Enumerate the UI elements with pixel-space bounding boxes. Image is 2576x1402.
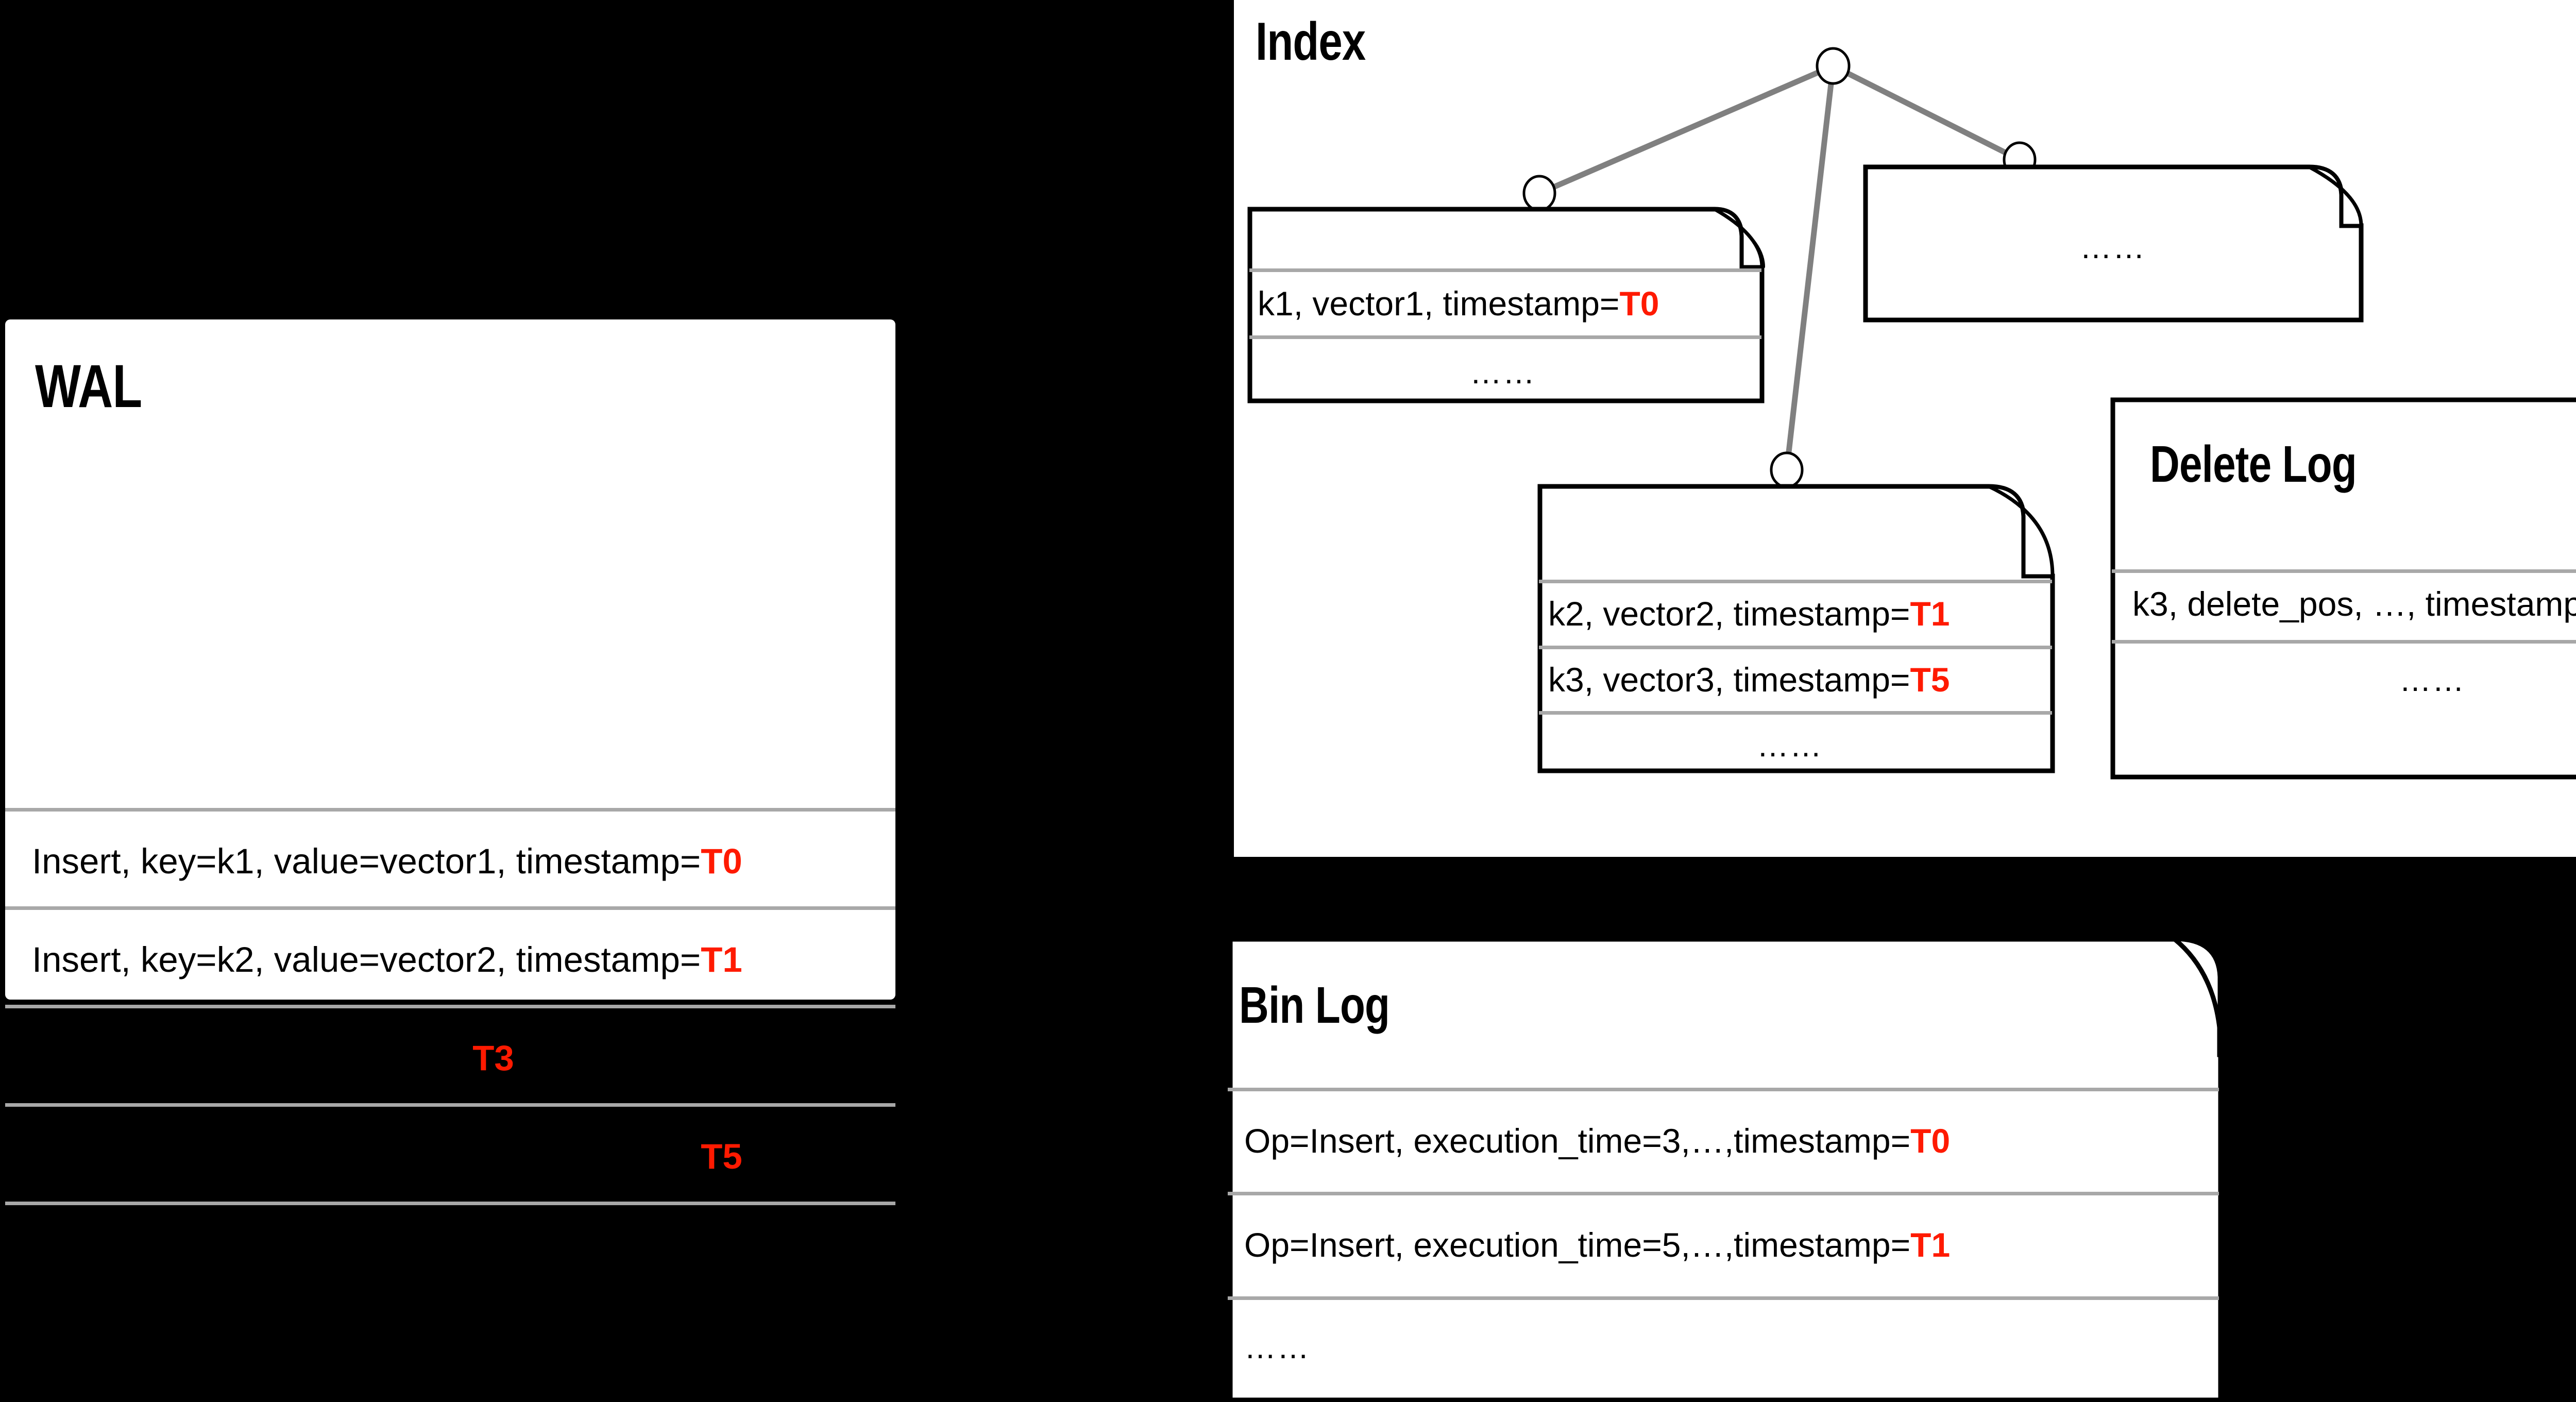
- leaf-k2-k3-separator-0: [1539, 580, 2052, 583]
- wal-separator-4: [5, 1202, 895, 1205]
- leaf-k1-row-0-timestamp: T0: [1619, 284, 1659, 323]
- bin-log-document: Bin Log Op=Insert, execution_time=3,…,ti…: [1227, 936, 2224, 1402]
- wal-row-3: Insert, key=k3, value=vector3, timestamp…: [32, 1136, 742, 1177]
- delete-log-row-0-text: k3, delete_pos, …, timestamp=: [2132, 585, 2576, 623]
- wal-panel: WAL Insert, key=k1, value=vector1, times…: [5, 319, 895, 1275]
- leaf-k1-document: k1, vector1, timestamp=T0 ……: [1247, 207, 1765, 403]
- wal-row-3-text: Insert, key=k3, value=vector3, timestamp…: [32, 1137, 701, 1176]
- leaf-k2-k3-more-indicator: ……: [1757, 728, 1823, 764]
- bin-log-row-1-timestamp: T1: [1910, 1226, 1951, 1264]
- leaf-k2-k3-row-0-text: k2, vector2, timestamp=: [1548, 595, 1910, 633]
- wal-separator-0: [5, 808, 895, 812]
- leaf-k2-k3-row-1: k3, vector3, timestamp=T5: [1548, 660, 1950, 699]
- delete-log-more-indicator: ……: [2399, 663, 2465, 698]
- wal-title: WAL: [35, 352, 142, 420]
- wal-row-0-text: Insert, key=k1, value=vector1, timestamp…: [32, 841, 701, 881]
- wal-row-1: Insert, key=k2, value=vector2, timestamp…: [32, 939, 742, 980]
- leaf-k1-separator-0: [1249, 268, 1761, 272]
- leaf-k2-k3-separator-1: [1539, 646, 2052, 649]
- delete-log-title: Delete Log: [2150, 435, 2357, 493]
- wal-row-0: Insert, key=k1, value=vector1, timestamp…: [32, 841, 742, 882]
- leaf-k2-k3-row-0: k2, vector2, timestamp=T1: [1548, 594, 1950, 633]
- delete-log-separator-0: [2112, 569, 2576, 573]
- wal-row-3-timestamp: T5: [701, 1137, 742, 1176]
- wal-row-2-text: Delete, key=k1, timestamp=: [32, 1038, 473, 1078]
- wal-row-2-timestamp: T3: [472, 1038, 514, 1078]
- wal-row-0-timestamp: T0: [701, 841, 742, 881]
- bin-log-row-0-text: Op=Insert, execution_time=3,…,timestamp=: [1244, 1122, 1911, 1160]
- bin-log-row-1: Op=Insert, execution_time=5,…,timestamp=…: [1244, 1225, 1950, 1264]
- leaf-placeholder-more-indicator: ……: [2080, 230, 2146, 265]
- leaf-k2-k3-document: k2, vector2, timestamp=T1 k3, vector3, t…: [1537, 484, 2055, 773]
- bin-log-separator-1: [1228, 1192, 2219, 1195]
- leaf-k1-separator-1: [1249, 335, 1761, 339]
- wal-row-1-timestamp: T1: [701, 940, 742, 979]
- leaf-k2-k3-row-1-timestamp: T5: [1910, 661, 1950, 699]
- wal-row-2: Delete, key=k1, timestamp=T3: [32, 1038, 514, 1078]
- leaf-k2-k3-row-0-timestamp: T1: [1910, 595, 1950, 633]
- bin-log-row-0: Op=Insert, execution_time=3,…,timestamp=…: [1244, 1121, 1950, 1160]
- index-title: Index: [1256, 12, 1366, 72]
- wal-separator-1: [5, 906, 895, 910]
- wal-separator-2: [5, 1005, 895, 1008]
- bin-log-title: Bin Log: [1239, 976, 1390, 1034]
- leaf-k2-k3-separator-2: [1539, 711, 2052, 715]
- leaf-k1-more-indicator: ……: [1470, 355, 1536, 391]
- leaf-k1-row-0-text: k1, vector1, timestamp=: [1258, 284, 1620, 323]
- leaf-k2-k3-row-1-text: k3, vector3, timestamp=: [1548, 661, 1910, 699]
- leaf-k1-row-0: k1, vector1, timestamp=T0: [1258, 284, 1659, 323]
- wal-row-1-text: Insert, key=k2, value=vector2, timestamp…: [32, 940, 701, 979]
- bin-log-separator-0: [1228, 1088, 2219, 1091]
- bin-log-more-indicator: ……: [1244, 1330, 1310, 1365]
- bin-log-row-1-text: Op=Insert, execution_time=5,…,timestamp=: [1244, 1226, 1911, 1264]
- bin-log-row-0-timestamp: T0: [1910, 1122, 1951, 1160]
- wal-more-indicator: ……: [32, 1235, 105, 1275]
- delete-log-separator-1: [2112, 640, 2576, 644]
- leaf-placeholder-document: ……: [1863, 164, 2364, 323]
- delete-log-document: Delete Log k3, delete_pos, …, timestamp=…: [2110, 397, 2576, 780]
- delete-log-row-0: k3, delete_pos, …, timestamp=T3: [2132, 584, 2576, 623]
- bin-log-separator-2: [1228, 1296, 2219, 1300]
- wal-separator-3: [5, 1103, 895, 1107]
